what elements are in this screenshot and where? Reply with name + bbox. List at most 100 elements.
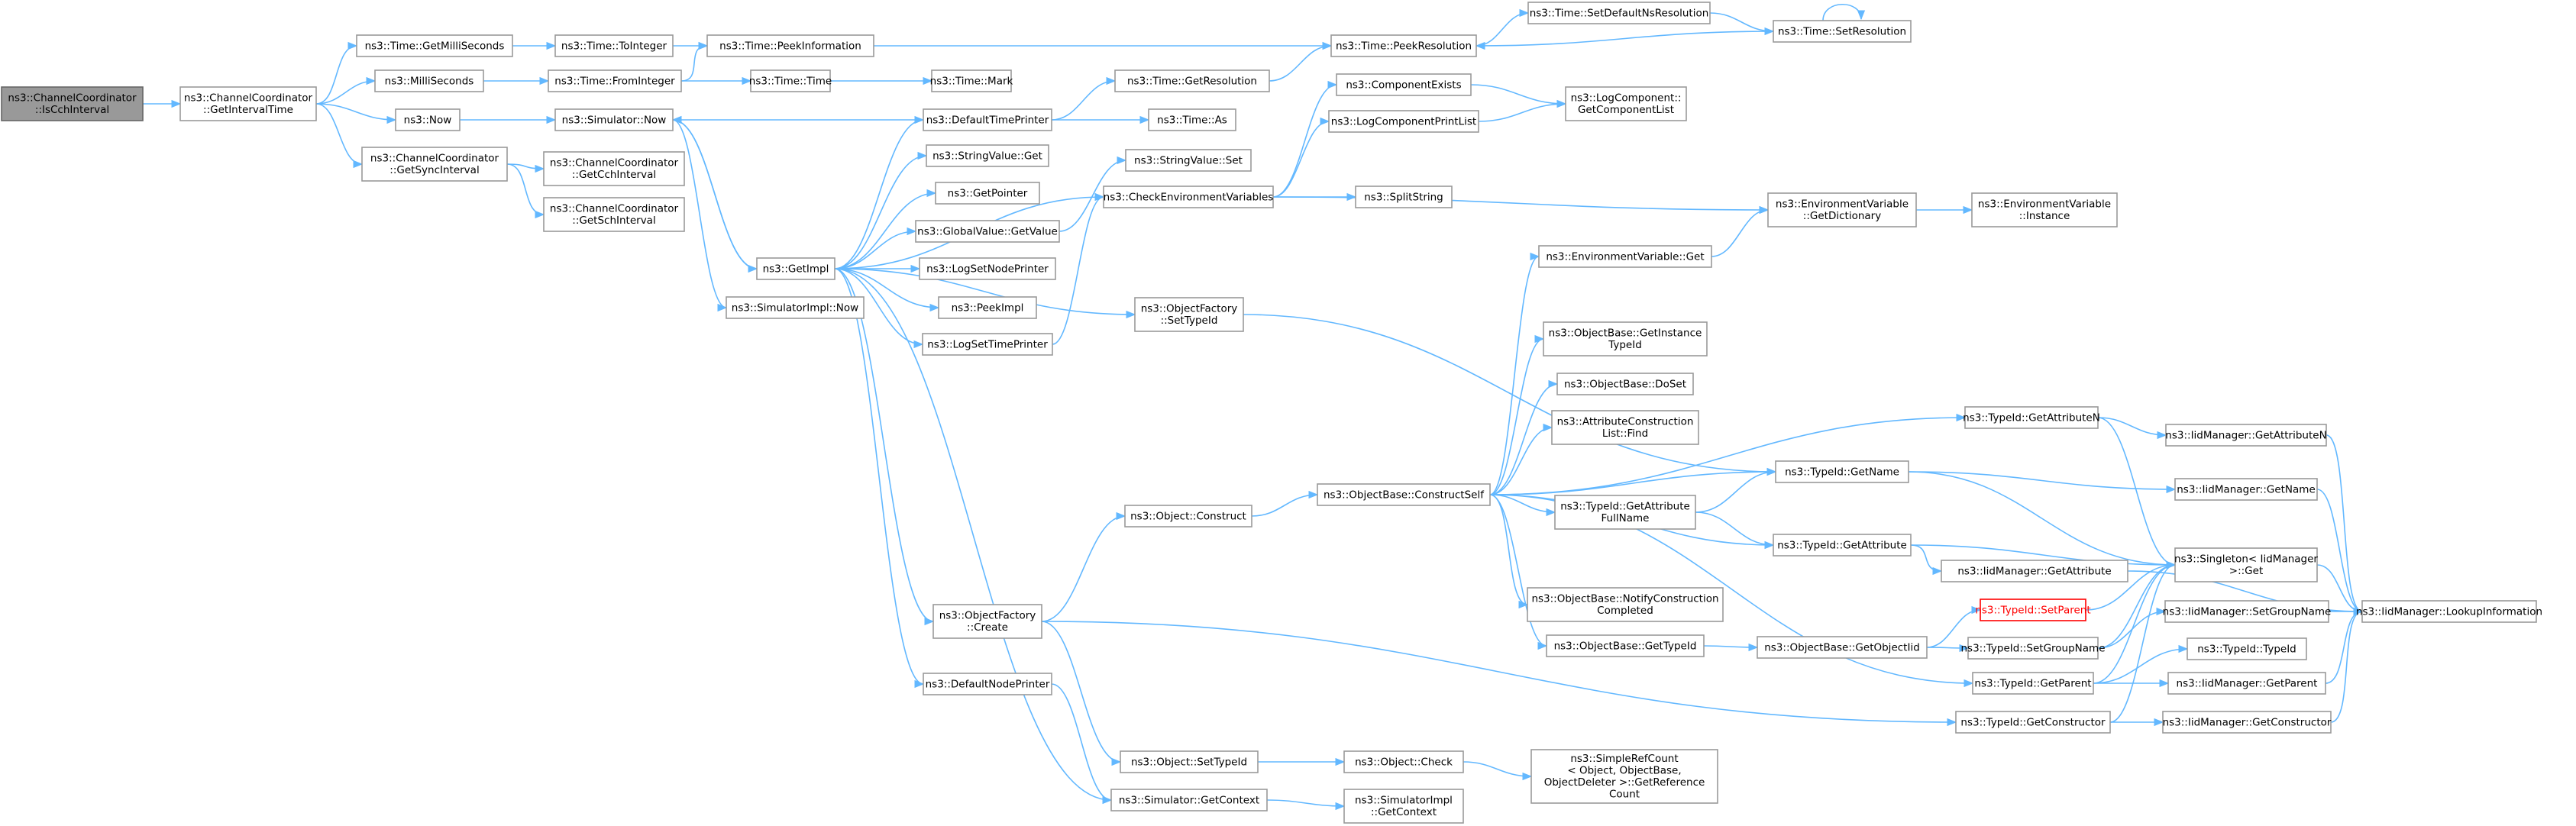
graph-node[interactable]: ns3::IidManager::GetParent (2167, 672, 2326, 695)
node-box (1103, 186, 1274, 208)
graph-node[interactable]: ns3::DefaultTimePrinter (923, 108, 1052, 131)
graph-node[interactable]: ns3::Object::SetTypeId (1120, 750, 1259, 773)
graph-node[interactable]: ns3::LogSetNodePrinter (919, 257, 1056, 280)
graph-edge (2097, 417, 2167, 440)
graph-node[interactable]: ns3::TypeId::GetAttributeN (1963, 406, 2100, 429)
graph-edge (672, 119, 728, 312)
graph-node[interactable]: ns3::TypeId::TypeId (2187, 637, 2307, 660)
graph-node[interactable]: ns3::ObjectBase::GetObjectIid (1757, 636, 1928, 659)
graph-node[interactable]: ns3::Simulator::GetContext (1110, 789, 1268, 811)
edge-arrow (1243, 314, 1777, 476)
graph-node[interactable]: ns3::GlobalValue::GetValue (915, 220, 1060, 243)
graph-node[interactable]: ns3::ObjectBase::GetTypeId (1546, 634, 1705, 657)
graph-node[interactable]: ns3::Time::PeekResolution (1330, 34, 1477, 57)
node-box (543, 151, 685, 186)
graph-node[interactable]: ns3::TypeId::SetGroupName (1960, 637, 2106, 660)
graph-node[interactable]: ns3::IidManager::GetConstructor (2162, 711, 2332, 734)
graph-node[interactable]: ns3::IidManager::GetAttribute (1941, 560, 2128, 582)
graph-edge (315, 103, 364, 169)
graph-node[interactable]: ns3::Time::SetResolution (1773, 20, 1912, 43)
graph-node[interactable]: ns3::Simulator::Now (554, 108, 674, 131)
graph-node[interactable]: ns3::Time::Mark (930, 69, 1013, 92)
node-label: ns3::SimpleRefCount (1570, 753, 1678, 765)
graph-node[interactable]: ns3::IidManager::LookupInformation (2356, 600, 2542, 623)
node-label: ns3::Time::FromInteger (554, 75, 675, 87)
graph-node[interactable]: ns3::ChannelCoordinator::GetCchInterval (543, 151, 685, 186)
node-box (1148, 108, 1236, 131)
node-label: ns3::Time::PeekInformation (719, 40, 861, 52)
node-box (1964, 406, 2099, 429)
graph-edge (2097, 560, 2177, 649)
graph-node[interactable]: ns3::Object::Construct (1124, 505, 1252, 528)
graph-node[interactable]: ns3::TypeId::SetParent (1975, 599, 2091, 621)
graph-node[interactable]: ns3::ChannelCoordinator::GetSchInterval (543, 197, 685, 232)
node-label: ns3::PeekImpl (952, 302, 1024, 314)
graph-node[interactable]: ns3::TypeId::GetAttribute (1773, 534, 1912, 557)
graph-node[interactable]: ns3::PeekImpl (938, 296, 1037, 319)
node-box (554, 34, 674, 57)
edge-arrow (1475, 8, 1530, 47)
graph-node[interactable]: ns3::ChannelCoordinator::GetIntervalTime (179, 86, 317, 121)
graph-node[interactable]: ns3::IidManager::SetGroupName (2163, 600, 2332, 623)
graph-node[interactable]: ns3::Time::PeekInformation (706, 34, 874, 57)
edge-arrow (2316, 564, 2364, 616)
graph-edge (1926, 605, 1982, 648)
graph-node[interactable]: ns3::Singleton< IidManager >::Get (2174, 547, 2318, 582)
graph-node[interactable]: ns3::Time::FromInteger (548, 69, 682, 92)
graph-node[interactable]: ns3::Time::GetResolution (1114, 69, 1270, 92)
graph-node[interactable]: ns3::ObjectBase::NotifyConstructionCompl… (1527, 587, 1724, 622)
graph-node[interactable]: ns3::EnvironmentVariable::Instance (1971, 192, 2118, 227)
graph-node[interactable]: ns3::StringValue::Set (1125, 149, 1252, 172)
node-box (1527, 587, 1724, 622)
graph-node[interactable]: ns3::LogComponent::GetComponentList (1565, 86, 1687, 121)
graph-node[interactable]: ns3::LogComponentPrintList (1328, 110, 1479, 133)
edge-arrow (315, 103, 397, 124)
graph-node[interactable]: ns3::SimpleRefCount< Object, ObjectBase,… (1530, 749, 1718, 804)
graph-node[interactable]: ns3::DefaultNodePrinter (923, 673, 1052, 695)
node-label: ns3::ChannelCoordinator (8, 92, 137, 105)
graph-node[interactable]: ns3::SplitString (1355, 186, 1453, 208)
graph-node[interactable]: ns3::CheckEnvironmentVariables (1103, 186, 1274, 208)
graph-node[interactable]: ns3::Time::Time (749, 69, 832, 92)
graph-node[interactable]: ns3::TypeId::GetParent (1972, 672, 2094, 695)
graph-node[interactable]: ns3::Now (395, 108, 461, 131)
graph-node[interactable]: ns3::Time::ToInteger (554, 34, 674, 57)
graph-node[interactable]: ns3::GetPointer (935, 182, 1040, 205)
graph-node[interactable]: ns3::MilliSeconds (374, 69, 484, 92)
graph-node[interactable]: ns3::ComponentExists (1336, 73, 1472, 96)
edge-arrow (506, 163, 545, 173)
graph-node[interactable]: ns3::GetImpl (756, 257, 836, 280)
graph-node[interactable]: ns3::EnvironmentVariable::GetDictionary (1767, 192, 1917, 227)
graph-node[interactable]: ns3::Time::GetMilliSeconds (356, 34, 513, 57)
graph-node[interactable]: ns3::IidManager::GetName (2174, 478, 2318, 501)
graph-node[interactable]: ns3::ChannelCoordinator::GetSyncInterval (361, 147, 508, 182)
node-label: ns3::TypeId::SetParent (1975, 604, 2090, 616)
graph-node[interactable]: ns3::ChannelCoordinator::IsCchInterval (1, 86, 144, 121)
graph-node[interactable]: ns3::Time::SetDefaultNsResolution (1527, 2, 1711, 24)
graph-node[interactable]: ns3::TypeId::GetConstructor (1955, 711, 2111, 734)
graph-edge (2325, 607, 2364, 684)
node-label: ns3::AttributeConstruction (1557, 416, 1694, 428)
node-box (1120, 750, 1259, 773)
graph-node[interactable]: ns3::ObjectFactory::SetTypeId (1134, 297, 1244, 332)
graph-node[interactable]: ns3::SimulatorImpl::GetContext (1343, 789, 1464, 824)
graph-node[interactable]: ns3::Time::As (1148, 108, 1236, 131)
graph-node[interactable]: ns3::ObjectBase::DoSet (1556, 373, 1694, 395)
graph-node[interactable]: ns3::ObjectFactory::Create (932, 604, 1042, 639)
node-label: ns3::ObjectFactory (1141, 303, 1238, 315)
node-label: ns3::IidManager::GetParent (2177, 677, 2318, 689)
node-box (1530, 749, 1718, 804)
graph-node[interactable]: ns3::EnvironmentVariable::Get (1538, 245, 1712, 268)
graph-node[interactable]: ns3::LogSetTimePrinter (922, 333, 1053, 356)
graph-node[interactable]: ns3::ObjectBase::ConstructSelf (1317, 483, 1491, 506)
graph-node[interactable]: ns3::StringValue::Get (926, 144, 1049, 167)
graph-node[interactable]: ns3::TypeId::GetName (1775, 460, 1909, 483)
graph-node[interactable]: ns3::IidManager::GetAttributeN (2165, 424, 2327, 447)
graph-node[interactable]: ns3::Object::Check (1343, 750, 1464, 773)
graph-edge (834, 268, 935, 626)
graph-node[interactable]: ns3::SimulatorImpl::Now (726, 296, 865, 319)
